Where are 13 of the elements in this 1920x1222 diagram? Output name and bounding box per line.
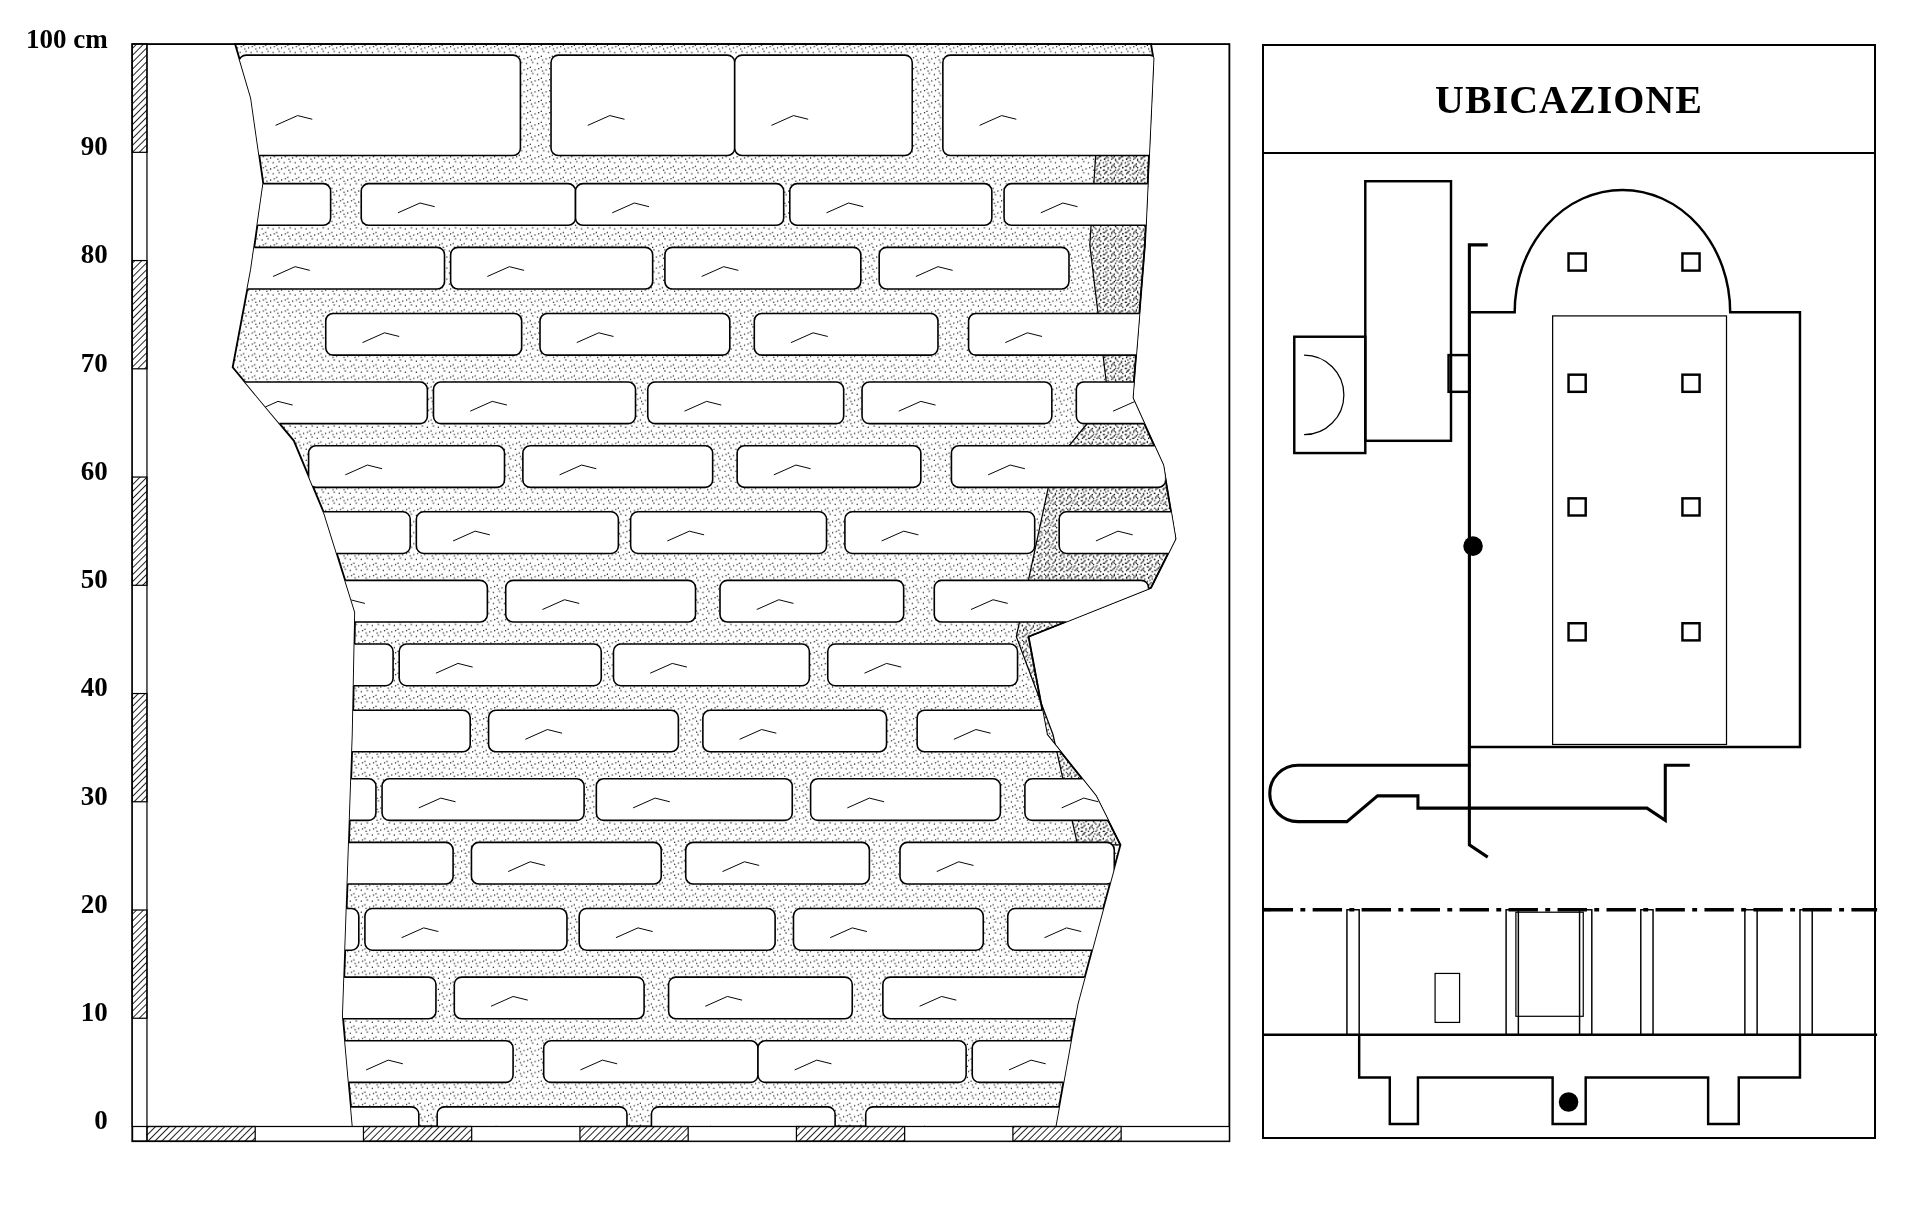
scale-label: 70 [80,347,108,378]
scale-label: 80 [80,239,108,270]
scale-label: 0 [94,1105,108,1136]
panel-heading: UBICAZIONE [1435,75,1703,123]
scale-label: 40 [80,672,108,703]
location-panel [1262,44,1876,1139]
scale-label: 20 [80,888,108,919]
scale-label: 10 [80,997,108,1028]
scale-label: 60 [80,455,108,486]
scale-label: 90 [80,131,108,162]
scale-label: 30 [80,780,108,811]
scale-label: 100 cm [26,24,108,55]
scale-label: 50 [80,564,108,595]
